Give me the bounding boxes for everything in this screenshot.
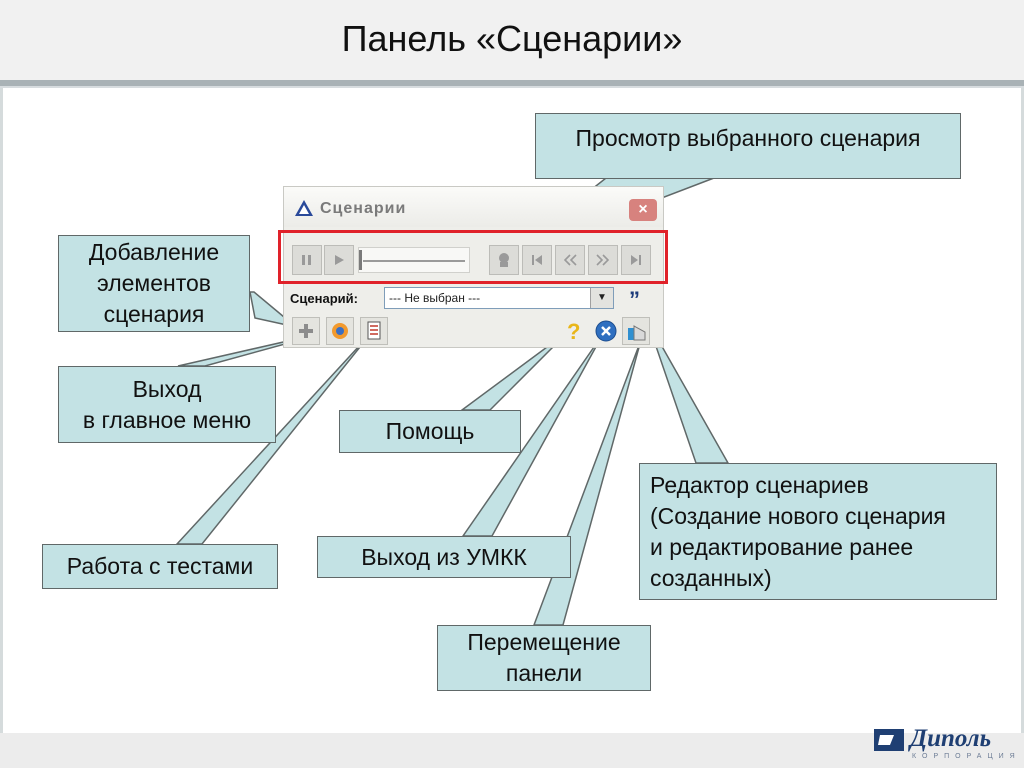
callout-add-elements: Добавление элементов сценария: [58, 235, 250, 332]
dropdown-arrow-icon[interactable]: ▼: [590, 288, 613, 308]
left-border: [0, 88, 3, 733]
callout-move-panel: Перемещение панели: [437, 625, 651, 691]
plus-icon: [299, 324, 313, 338]
right-border: [1021, 88, 1024, 733]
main-menu-icon: [332, 323, 348, 339]
rewind-button[interactable]: [555, 245, 585, 275]
help-icon: ?: [567, 319, 580, 344]
page-title: Панель «Сценарии»: [341, 18, 683, 59]
exit-icon: [595, 320, 617, 342]
seek-handle[interactable]: [359, 250, 362, 270]
add-elements-button[interactable]: [292, 317, 320, 345]
footer: [0, 733, 1024, 768]
rewind-icon: [563, 254, 577, 266]
callout-exit-main-menu: Выход в главное меню: [58, 366, 276, 443]
pause-button[interactable]: [292, 245, 322, 275]
callout-exit-umkk: Выход из УМКК: [317, 536, 571, 578]
callout-tests: Работа с тестами: [42, 544, 278, 589]
pointer-move: [532, 339, 642, 626]
view-scenario-button[interactable]: [489, 245, 519, 275]
player-highlight: [278, 230, 668, 284]
view-icon: [499, 253, 509, 267]
logo-text: Диполь: [910, 725, 992, 752]
scenario-select-value: --- Не выбран ---: [389, 291, 481, 305]
close-button[interactable]: ×: [629, 199, 657, 221]
main-menu-button[interactable]: [326, 317, 354, 345]
window-title: Сценарии: [320, 200, 407, 217]
last-button[interactable]: [621, 245, 651, 275]
exit-umkk-button[interactable]: [592, 317, 620, 345]
callout-help: Помощь: [339, 410, 521, 453]
play-icon: [335, 255, 344, 265]
first-button[interactable]: [522, 245, 552, 275]
skip-last-icon: [631, 255, 641, 265]
quote-icon[interactable]: ”: [629, 287, 640, 312]
play-button[interactable]: [324, 245, 354, 275]
forward-icon: [596, 254, 610, 266]
move-panel-button[interactable]: [622, 317, 650, 345]
seek-track: [363, 260, 465, 262]
move-icon: [628, 325, 646, 341]
help-button[interactable]: ?: [560, 317, 588, 345]
scenario-label: Сценарий:: [290, 291, 358, 306]
pause-icon: [302, 255, 311, 265]
skip-first-icon: [532, 255, 542, 265]
seek-slider[interactable]: [358, 247, 470, 273]
company-logo: Диполь КОРПОРАЦИЯ: [874, 725, 1020, 765]
logo-mark-icon: [874, 729, 904, 751]
tests-icon: [367, 321, 381, 340]
tests-button[interactable]: [360, 317, 388, 345]
header-divider-light: [0, 86, 1024, 88]
scenarios-window: Сценарии ×: [278, 186, 668, 348]
window-titlebar[interactable]: Сценарии ×: [284, 187, 663, 227]
header: Панель «Сценарии»: [0, 0, 1024, 80]
scenario-select[interactable]: --- Не выбран --- ▼: [384, 287, 614, 309]
callout-editor: Редактор сценариев (Создание нового сцен…: [639, 463, 997, 600]
logo-subtext: КОРПОРАЦИЯ: [912, 753, 1021, 760]
header-divider: [0, 80, 1024, 86]
svg-text:?: ?: [567, 319, 580, 343]
callout-view-selected: Просмотр выбранного сценария: [535, 113, 961, 179]
forward-button[interactable]: [588, 245, 618, 275]
triangle-icon: [295, 200, 313, 216]
